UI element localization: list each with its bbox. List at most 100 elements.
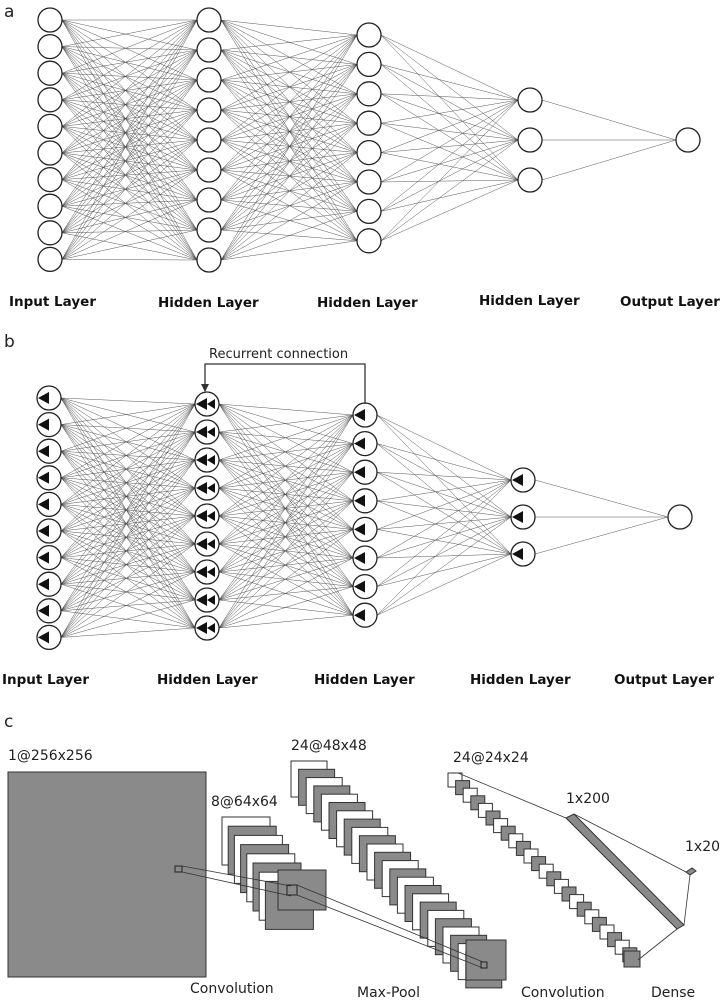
- connection-edge: [218, 515, 354, 559]
- conv2-last-map: [623, 950, 641, 968]
- connection-edge: [60, 397, 196, 433]
- connection-edge: [60, 397, 196, 405]
- connection-edge: [380, 64, 519, 181]
- connection-edge: [60, 431, 196, 479]
- connection-edge: [61, 19, 198, 111]
- connection-edge: [61, 109, 198, 207]
- connection-edge: [220, 169, 358, 212]
- connection-edge: [218, 414, 354, 461]
- op-dense-label: Dense: [651, 985, 695, 1000]
- node-convergence-wedge: [38, 445, 49, 458]
- connection-edge: [61, 126, 198, 171]
- neuron-node: [196, 127, 222, 153]
- connection-edge: [534, 516, 669, 555]
- neuron-node: [196, 157, 222, 183]
- connection-edge: [220, 49, 358, 65]
- connection-edge: [61, 199, 198, 234]
- connection-edge: [218, 487, 354, 587]
- connection-edge: [60, 431, 196, 585]
- connection-edge: [61, 19, 198, 141]
- node-convergence-wedge: [354, 409, 365, 421]
- connection-edge: [60, 450, 196, 517]
- connection-edge: [61, 79, 198, 260]
- connection-edge: [220, 19, 358, 183]
- connection-edge: [220, 93, 358, 111]
- connection-edge: [61, 79, 198, 101]
- connection-edge: [220, 109, 358, 183]
- connection-edge: [218, 403, 354, 501]
- connection-edge: [60, 397, 196, 461]
- connection-edge: [60, 487, 196, 611]
- connection-edge: [60, 397, 196, 629]
- connection-edge: [60, 403, 196, 452]
- connection-edge: [218, 515, 354, 587]
- input-dims-label: 1@256x256: [8, 748, 93, 764]
- neuron-node: [37, 7, 63, 33]
- connection-edge: [218, 500, 354, 545]
- neuron-node: [37, 60, 63, 86]
- connection-edge: [218, 459, 354, 559]
- connection-edge: [380, 99, 519, 241]
- connection-edge: [61, 49, 198, 127]
- connection-edge: [218, 543, 354, 616]
- connection-edge: [218, 431, 354, 473]
- connection-edge: [61, 46, 198, 81]
- connection-edge: [60, 504, 196, 601]
- connection-edge: [60, 459, 196, 611]
- connection-edge: [61, 259, 198, 261]
- conv1-dims-label: 8@64x64: [211, 794, 278, 810]
- connection-edge: [376, 479, 512, 616]
- connection-edge: [218, 471, 354, 517]
- connection-edge: [376, 443, 512, 518]
- connection-edge: [218, 459, 354, 473]
- connection-edge: [220, 19, 358, 124]
- connection-edge: [60, 403, 196, 425]
- connection-edge: [61, 139, 198, 207]
- connection-edge: [60, 530, 196, 545]
- op-maxpool-label: Max-Pool: [357, 985, 420, 1000]
- connection-edge: [218, 431, 354, 587]
- node-convergence-wedge: [196, 510, 207, 522]
- connection-edge: [60, 477, 196, 517]
- connection-edge: [220, 139, 358, 212]
- connection-edge: [218, 586, 354, 601]
- connection-edge: [220, 79, 358, 95]
- connection-edge: [61, 46, 198, 201]
- connection-edge: [60, 459, 196, 505]
- panel-a-output-layer-label: Output Layer: [620, 294, 720, 310]
- node-convergence-wedge: [207, 511, 215, 521]
- connection-edge: [61, 46, 198, 51]
- connection-edge: [61, 152, 198, 261]
- connection-edge: [60, 397, 196, 517]
- connection-edge: [218, 557, 354, 601]
- connection-edge: [60, 571, 196, 612]
- connection-edge: [61, 19, 198, 231]
- connection-edge: [60, 451, 196, 545]
- connection-edge: [380, 99, 519, 212]
- neuron-node: [196, 217, 222, 243]
- connection-edge: [380, 64, 519, 141]
- connection-edge: [60, 459, 196, 638]
- connection-edge: [61, 139, 198, 180]
- neuron-node: [517, 167, 543, 193]
- connection-edge: [61, 232, 198, 261]
- connection-edge: [61, 19, 198, 260]
- connection-edge: [218, 403, 354, 530]
- neuron-node: [37, 113, 63, 140]
- connection-edge: [380, 139, 519, 183]
- connection-edge: [61, 73, 198, 261]
- connection-edge: [61, 79, 198, 207]
- connection-edge: [60, 450, 196, 461]
- conv2-feature-maps: [447, 772, 641, 968]
- connection-edge: [60, 627, 196, 638]
- connection-edge: [60, 557, 196, 629]
- connection-edge: [61, 19, 198, 127]
- connection-edge: [61, 19, 198, 180]
- connection-edge: [220, 139, 358, 183]
- connection-edge: [60, 403, 196, 532]
- receptive-field-connections: [174, 772, 691, 969]
- connection-edge: [376, 479, 512, 559]
- connection-edge: [61, 99, 198, 111]
- connection-edge: [220, 34, 358, 261]
- connection-edge: [218, 414, 354, 601]
